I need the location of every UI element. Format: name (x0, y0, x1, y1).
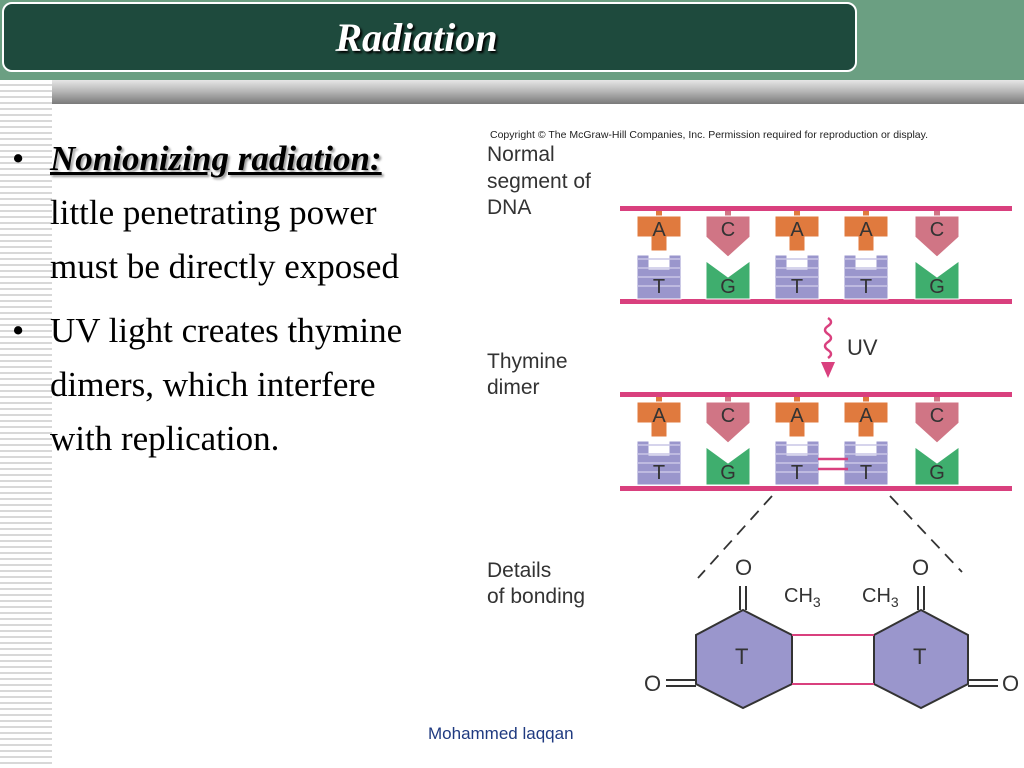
base-g-shape (705, 260, 751, 300)
label-normal-3: DNA (487, 196, 531, 219)
bullet-dot: • (12, 311, 25, 350)
base-stalk-top (725, 397, 731, 402)
oxygen-right-side: O (1002, 671, 1019, 696)
bullet-text-uv: UV light creates thymine dimers, which i… (50, 311, 403, 458)
base-label-bottom: G (720, 462, 736, 484)
base-label-top: C (930, 219, 944, 241)
base-a-shape (843, 215, 889, 252)
base-stalk-top (656, 211, 662, 216)
base-label-bottom: G (929, 462, 945, 484)
base-c-shape (914, 215, 960, 258)
ring-label-left: T (735, 644, 748, 669)
base-label-top: C (721, 219, 735, 241)
base-label-top: A (790, 219, 804, 241)
base-label-bottom: T (653, 276, 665, 298)
base-g-shape (914, 446, 960, 486)
header-divider (0, 80, 1024, 104)
base-a-shape (774, 401, 820, 438)
base-stalk-top (863, 397, 869, 402)
base-stalk-top (725, 211, 731, 216)
base-label-top: A (790, 405, 804, 427)
methyl-right: CH3 (862, 585, 899, 610)
base-label-bottom: T (860, 276, 872, 298)
base-label-bottom: G (929, 276, 945, 298)
term-nonionizing: Nonionizing radiation: (50, 139, 382, 178)
uv-label: UV (847, 335, 878, 360)
figure-copyright: Copyright © The McGraw-Hill Companies, I… (490, 129, 928, 141)
base-label-bottom: T (791, 276, 803, 298)
title-box: Radiation (2, 2, 857, 72)
base-stalk-top (794, 211, 800, 216)
base-a-shape (843, 401, 889, 438)
bullet-dot: • (12, 139, 25, 178)
ring-label-right: T (913, 644, 926, 669)
bullet-text-nonionizing: little penetrating power must be directl… (50, 193, 399, 286)
label-details-2: of bonding (487, 585, 585, 608)
uv-wave-icon (823, 316, 833, 360)
label-dimer-1: Thymine (487, 350, 568, 373)
base-stalk-top (934, 211, 940, 216)
base-g-shape (914, 260, 960, 300)
base-stalk-top (934, 397, 940, 402)
label-details-1: Details (487, 559, 551, 582)
oxygen-right-top: O (912, 555, 929, 580)
base-label-bottom: T (860, 462, 872, 484)
base-pairs-normal: A T C G A T A T C G (636, 211, 960, 300)
oxygen-left-side: O (644, 671, 661, 696)
base-stalk-top (863, 211, 869, 216)
label-normal-1: Normal (487, 143, 555, 166)
uv-arrowhead-icon (821, 362, 835, 378)
bullet-nonionizing: • Nonionizing radiation: little penetrat… (12, 132, 412, 294)
base-label-top: C (930, 405, 944, 427)
methyl-left: CH3 (784, 585, 821, 610)
base-stalk-top (794, 397, 800, 402)
base-label-bottom: T (791, 462, 803, 484)
base-g-shape (705, 446, 751, 486)
base-a-shape (636, 401, 682, 438)
base-label-top: C (721, 405, 735, 427)
backbone-bottom-1 (620, 299, 1012, 304)
backbone-bottom-2 (620, 486, 1012, 491)
backbone-top-2 (620, 392, 1012, 397)
base-label-bottom: G (720, 276, 736, 298)
bullet-uv: • UV light creates thymine dimers, which… (12, 304, 412, 466)
zoom-line-right (889, 495, 963, 573)
base-label-top: A (652, 405, 666, 427)
base-c-shape (705, 215, 751, 258)
label-dimer-2: dimer (487, 376, 540, 399)
dna-figure: Copyright © The McGraw-Hill Companies, I… (487, 129, 1019, 710)
base-label-top: A (859, 219, 873, 241)
base-a-shape (636, 215, 682, 252)
backbone-top-1 (620, 206, 1012, 211)
slide-title: Radiation (335, 15, 498, 60)
base-label-top: A (652, 219, 666, 241)
base-label-top: A (859, 405, 873, 427)
footer-author: Mohammed laqqan (428, 724, 574, 743)
base-stalk-top (656, 397, 662, 402)
bullet-list: • Nonionizing radiation: little penetrat… (12, 132, 412, 476)
oxygen-left-top: O (735, 555, 752, 580)
base-c-shape (705, 401, 751, 444)
label-normal-2: segment of (487, 170, 591, 193)
base-a-shape (774, 215, 820, 252)
base-pairs-dimer: A T C G A T A T C G (636, 397, 960, 486)
base-c-shape (914, 401, 960, 444)
left-stripes (0, 80, 52, 768)
base-label-bottom: T (653, 462, 665, 484)
